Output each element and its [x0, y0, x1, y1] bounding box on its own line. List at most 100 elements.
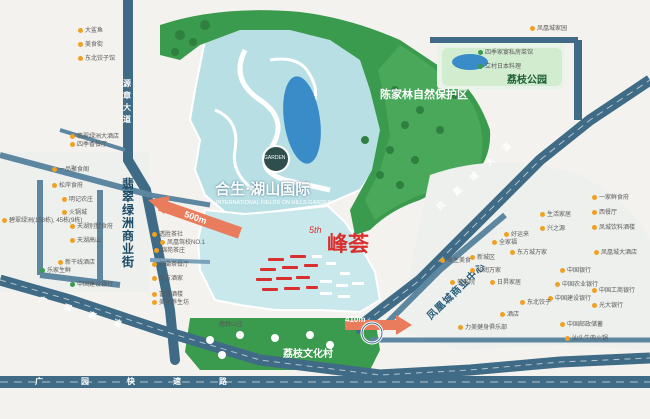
poi-item: 天湖别墅食府: [70, 224, 113, 231]
poi-item: 大鲨鱼: [78, 28, 103, 35]
poi-item: 好运来: [504, 232, 529, 239]
poi-item: 富盛酒楼: [152, 292, 183, 299]
poi-item: 美容院: [450, 280, 475, 287]
poi-item: 四季香餐厅: [70, 142, 107, 149]
poi-dot-icon: [40, 268, 45, 273]
poi-dot-icon: [440, 258, 445, 263]
poi-dot-icon: [152, 232, 157, 237]
poi-label: 汕头牛肉火锅: [572, 336, 609, 343]
poi-label: 乐家生鲜: [47, 268, 72, 275]
poi-label: 中国工商银行: [599, 288, 636, 295]
distance-410m: 410m: [345, 315, 366, 324]
poi-dot-icon: [470, 268, 475, 273]
poi-label: 东北饺子: [527, 300, 552, 307]
poi-item: 力美健身俱乐部: [458, 325, 507, 332]
poi-item: 汕头牛肉火锅: [565, 336, 608, 343]
poi-label: 天湖别墅食府: [77, 224, 114, 231]
poi-item: 东北饺子: [520, 300, 551, 307]
phase-name: 峰荟: [327, 231, 369, 256]
poi-item: 光大银行: [592, 303, 623, 310]
district-feicui: 翡翠绿洲商业街: [122, 177, 135, 269]
poi-label: 中国邮政储蓄: [567, 322, 604, 329]
poi-item: 新干线酒店: [58, 260, 95, 267]
poi-dot-icon: [478, 64, 483, 69]
poi-dot-icon: [70, 238, 75, 243]
poi-label: 新干线酒店: [65, 260, 96, 267]
poi-label: 华润万家: [477, 268, 502, 275]
poi-label: 力美健身俱乐部: [465, 325, 508, 332]
road-yuanzhang: 源章大道: [123, 79, 131, 124]
poi-item: 明记农庄: [62, 197, 93, 204]
poi-dot-icon: [592, 288, 597, 293]
poi-item: 立村日本料理: [478, 64, 521, 71]
poi-dot-icon: [594, 250, 599, 255]
poi-label: 鹿野山庄: [219, 322, 244, 329]
poi-label: 富盛酒楼: [159, 292, 184, 299]
poi-item: 凤凰驾校NO.1: [160, 240, 205, 247]
poi-dot-icon: [548, 296, 553, 301]
park-lizhi: 荔枝公园: [507, 75, 547, 86]
poi-item: 凤凰城大酒店: [594, 250, 637, 257]
poi-label: 中国建设银行: [555, 296, 592, 303]
poi-dot-icon: [470, 255, 475, 260]
poi-dot-icon: [154, 248, 159, 253]
poi-item: 一品聚食阁: [52, 167, 89, 174]
poi-item: 乐家生鲜: [40, 268, 71, 275]
poi-label: 天湖高山: [77, 238, 102, 245]
poi-item: 东北饺子馆: [78, 56, 115, 63]
poi-dot-icon: [70, 282, 75, 287]
poi-item: 鱼生美食: [440, 258, 471, 265]
poi-item: 中国邮政储蓄: [560, 322, 603, 329]
poi-dot-icon: [560, 268, 565, 273]
poi-item: 翡翠绿洲大酒店: [70, 134, 119, 141]
poi-label: 酒店: [507, 312, 520, 319]
poi-dot-icon: [492, 240, 497, 245]
poi-label: 全家福: [499, 240, 518, 247]
poi-dot-icon: [504, 232, 509, 237]
poi-label: 大鲨鱼: [85, 28, 104, 35]
poi-item: 美食养生坊: [152, 300, 189, 307]
poi-label: 松岸食府: [59, 183, 84, 190]
poi-label: 碧翠绿洲(158栋), 45栋(9栋): [9, 218, 83, 225]
poi-dot-icon: [478, 50, 483, 55]
poi-dot-icon: [2, 218, 7, 223]
poi-item: 中国建设银行: [548, 296, 591, 303]
poi-label: 东北饺子馆: [85, 56, 116, 63]
poi-label: 红磡茶餐厅: [159, 262, 190, 269]
poi-dot-icon: [565, 336, 570, 341]
road-guangyuan: 广园快速路: [35, 377, 265, 386]
poi-dot-icon: [70, 142, 75, 147]
poi-label: 鱼生美食: [447, 258, 472, 265]
poi-label: 明记农庄: [69, 197, 94, 204]
poi-item: 东方城万家: [510, 250, 547, 257]
poi-item: 生活家居: [540, 212, 571, 219]
poi-dot-icon: [62, 210, 67, 215]
poi-dot-icon: [560, 322, 565, 327]
poi-dot-icon: [78, 28, 83, 33]
poi-item: 美食街: [78, 42, 103, 49]
poi-dot-icon: [450, 280, 455, 285]
poi-dot-icon: [500, 312, 505, 317]
poi-dot-icon: [70, 134, 75, 139]
poi-label: 生活家居: [547, 212, 572, 219]
poi-item: 四季家宴私房菜馆: [478, 50, 533, 57]
poi-item: 酒店: [500, 312, 519, 319]
poi-dot-icon: [555, 282, 560, 287]
poi-label: 新城区: [477, 255, 496, 262]
poi-dot-icon: [58, 260, 63, 265]
poi-label: 火锅城: [69, 210, 88, 217]
poi-dot-icon: [510, 250, 515, 255]
poi-label: 中国建设银行: [77, 282, 114, 289]
poi-item: 兴之源: [540, 226, 565, 233]
poi-dot-icon: [52, 183, 57, 188]
poi-dot-icon: [52, 167, 57, 172]
poi-item: 中国建设银行: [70, 282, 113, 289]
poi-label: 透胜茶社: [159, 232, 184, 239]
poi-dot-icon: [160, 240, 165, 245]
poi-item: 松岸食府: [52, 183, 83, 190]
park-lizhi-village: 荔枝文化村: [283, 349, 333, 360]
poi-item: 火锅城: [62, 210, 87, 217]
project-english-name: INTERNATIONAL FIELDS ON HILLS GARDEN: [216, 200, 332, 206]
poi-label: 中国银行: [567, 268, 592, 275]
